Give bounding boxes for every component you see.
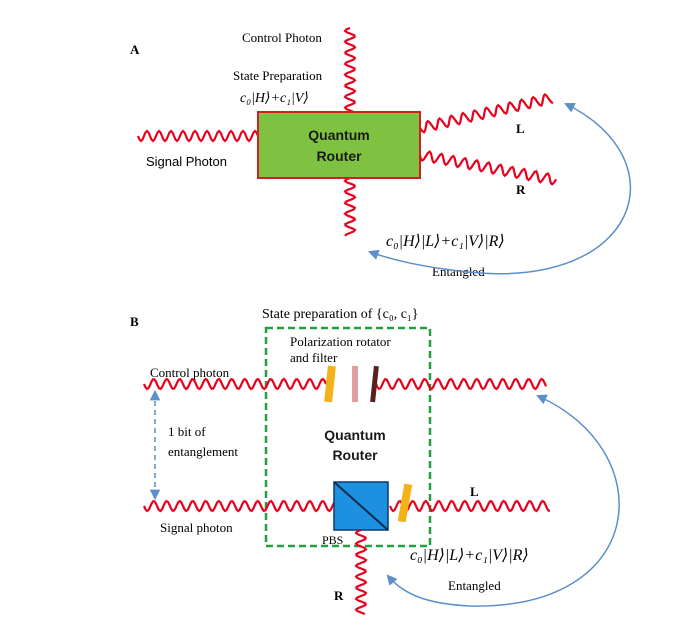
quantum-router-dashed-box	[264, 326, 432, 548]
control-photon-label-b: Control photon	[150, 365, 230, 380]
filter-pink	[352, 366, 358, 402]
entanglement-arrow-a	[368, 103, 632, 275]
control-photon-wave-b-left	[142, 377, 328, 391]
panel-a: A Quantum Router Control Photon State Pr…	[130, 26, 632, 279]
output-l-label-a: L	[516, 121, 525, 136]
panel-b-letter: B	[130, 314, 139, 329]
output-r-label-a: R	[516, 182, 526, 197]
control-photon-wave-top	[343, 26, 357, 114]
entangled-label-b: Entangled	[448, 578, 501, 593]
signal-photon-label-a: Signal Photon	[146, 154, 227, 169]
output-r-wave	[418, 150, 558, 186]
rotator-label-line2: and filter	[290, 350, 338, 365]
panel-b: B State preparation of {c₀, c₁} Polariza…	[130, 307, 620, 616]
control-photon-wave-b-right	[374, 377, 548, 391]
signal-photon-label-b: Signal photon	[160, 520, 233, 535]
panel-a-letter: A	[130, 42, 140, 57]
quantum-router-box-a	[257, 111, 421, 179]
control-photon-wave-bottom	[343, 176, 357, 237]
router-b-line2: Router	[332, 447, 378, 463]
signal-photon-wave	[136, 129, 260, 143]
output-l-wave	[419, 93, 554, 134]
output-r-wave-b	[354, 528, 368, 616]
filter-dark	[370, 365, 379, 403]
entanglement-label-line1: 1 bit of	[168, 424, 206, 439]
state-preparation-label-b: State preparation of {c₀, c₁}	[262, 307, 419, 322]
router-a-line1: Quantum	[308, 127, 369, 143]
control-photon-label-a: Control Photon	[242, 30, 322, 45]
entangled-formula-a: c₀|H⟩|L⟩+c₁|V⟩|R⟩	[386, 233, 505, 250]
router-b-line1: Quantum	[324, 427, 385, 443]
output-l-wave-b	[388, 499, 550, 513]
pbs-label: PBS	[322, 533, 343, 547]
state-preparation-label-a: State Preparation	[233, 68, 323, 83]
output-l-label-b: L	[470, 484, 479, 499]
output-r-label-b: R	[334, 588, 344, 603]
rotator-label-line1: Polarization rotator	[290, 334, 391, 349]
entangled-formula-b: c₀|H⟩|L⟩+c₁|V⟩|R⟩	[410, 547, 529, 564]
polarization-rotator-waveplate	[324, 365, 336, 403]
pbs-diagonal	[333, 481, 389, 531]
entanglement-label-line2: entanglement	[168, 444, 238, 459]
signal-photon-wave-b	[142, 499, 336, 513]
router-a-line2: Router	[316, 148, 362, 164]
state-formula-a: c₀|H⟩+c₁|V⟩	[240, 91, 309, 106]
entanglement-arrow-b	[386, 394, 620, 607]
